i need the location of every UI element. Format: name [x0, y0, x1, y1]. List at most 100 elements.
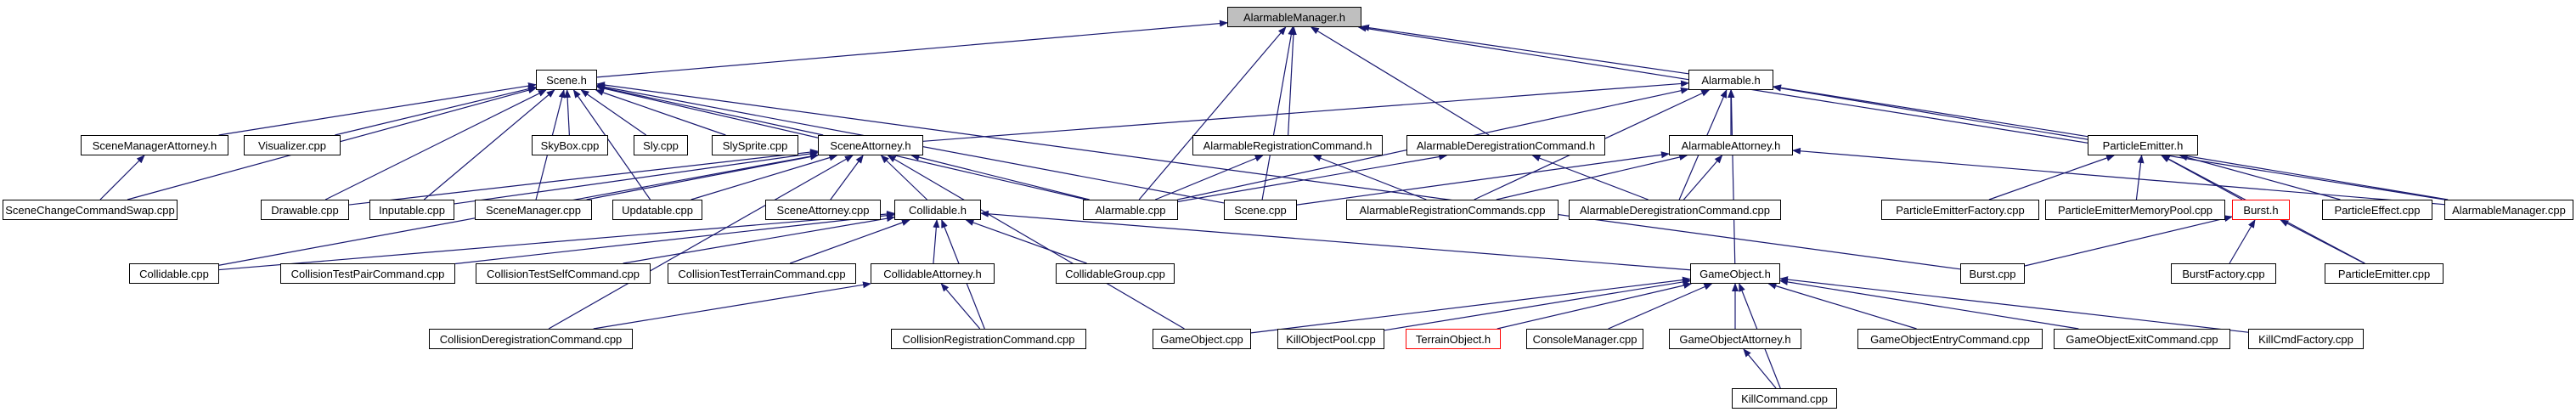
- edge-gameobjectexitcommand-cpp-to-gameobject-h: [1779, 278, 2079, 330]
- node-drawable-cpp[interactable]: Drawable.cpp: [261, 200, 349, 220]
- edge-inputable-cpp-to-scene-h: [423, 89, 555, 200]
- edge-alarmablederegistrationcommand-h-to-alarmablemanager-h: [1310, 26, 1490, 136]
- node-burst-h[interactable]: Burst.h: [2232, 200, 2290, 220]
- edge-burstfactory-cpp-to-burst-h: [2229, 219, 2256, 264]
- edge-burst-cpp-to-burst-h: [2024, 215, 2233, 267]
- edge-killcmdfactory-cpp-to-gameobject-h: [1779, 276, 2249, 333]
- node-alarmableattorney-h[interactable]: AlarmableAttorney.h: [1669, 135, 1793, 155]
- node-collisiontestpaircommand-cpp[interactable]: CollisionTestPairCommand.cpp: [280, 263, 455, 284]
- edge-scene-cpp-to-alarmablemanager-h: [1261, 26, 1295, 200]
- edge-sceneattorney-cpp-to-sceneattorney-h: [830, 155, 864, 200]
- node-visualizer-cpp[interactable]: Visualizer.cpp: [244, 135, 341, 155]
- edge-inputable-cpp-to-sceneattorney-h: [454, 150, 819, 205]
- edge-alarmable-cpp-to-alarmablemanager-h: [1138, 26, 1287, 200]
- edge-alarmable-cpp-to-alarmablederegistrationcommand-h: [1177, 153, 1448, 202]
- edge-gameobject-cpp-to-gameobject-h: [1250, 276, 1691, 334]
- node-sceneattorney-h[interactable]: SceneAttorney.h: [818, 135, 923, 155]
- edge-terrainobject-h-to-gameobject-h: [1497, 282, 1693, 330]
- node-killcmdfactory-cpp[interactable]: KillCmdFactory.cpp: [2248, 329, 2364, 349]
- node-gameobject-cpp[interactable]: GameObject.cpp: [1153, 329, 1251, 349]
- edge-alarmable-h-to-alarmablemanager-h: [1361, 24, 1689, 75]
- node-skybox-cpp[interactable]: SkyBox.cpp: [532, 135, 608, 155]
- node-consolemanager-cpp[interactable]: ConsoleManager.cpp: [1526, 329, 1643, 349]
- edge-visualizer-cpp-to-scene-h: [335, 85, 537, 136]
- node-scenemanagerattorney-h[interactable]: SceneManagerAttorney.h: [81, 135, 228, 155]
- node-scene-h[interactable]: Scene.h: [536, 70, 597, 90]
- node-slysprite-cpp[interactable]: SlySprite.cpp: [712, 135, 798, 155]
- node-terrainobject-h[interactable]: TerrainObject.h: [1406, 329, 1501, 349]
- node-gameobject-h[interactable]: GameObject.h: [1690, 263, 1780, 284]
- edge-alarmable-cpp-to-sceneattorney-h: [910, 154, 1090, 200]
- edge-updatable-cpp-to-scene-h: [572, 89, 651, 200]
- edge-slysprite-cpp-to-scene-h: [595, 89, 726, 136]
- node-alarmablederegistrationcommand-cpp[interactable]: AlarmableDeregistrationCommand.cpp: [1569, 200, 1781, 220]
- edge-gameobject-cpp-to-sceneattorney-h: [887, 155, 1185, 330]
- edge-particleeffect-cpp-to-particleemitter-h: [2179, 154, 2341, 200]
- edge-sceneattorney-h-to-alarmable-h: [922, 80, 1689, 142]
- node-alarmablederegistrationcommand-h[interactable]: AlarmableDeregistrationCommand.h: [1406, 135, 1605, 155]
- node-collidable-cpp[interactable]: Collidable.cpp: [129, 263, 219, 284]
- edge-collisionderegistrationcommand-cpp-to-collidableattorney-h: [593, 281, 871, 330]
- node-collisionderegistrationcommand-cpp[interactable]: CollisionDeregistrationCommand.cpp: [429, 329, 633, 349]
- edge-collidable-h-to-sceneattorney-h: [880, 155, 927, 200]
- node-sly-cpp[interactable]: Sly.cpp: [634, 135, 688, 155]
- edge-collisiontestterraincommand-cpp-to-collidable-h: [789, 219, 910, 264]
- edge-particleemittermemorypool-cpp-to-particleemitter-h: [2135, 155, 2145, 200]
- edge-sly-cpp-to-scene-h: [580, 89, 647, 136]
- node-collisionregistrationcommand-cpp[interactable]: CollisionRegistrationCommand.cpp: [891, 329, 1086, 349]
- edge-drawable-cpp-to-scene-h: [324, 89, 547, 200]
- node-particleemitter-h[interactable]: ParticleEmitter.h: [2088, 135, 2198, 155]
- node-scene-cpp[interactable]: Scene.cpp: [1224, 200, 1297, 220]
- node-alarmablemanager-h[interactable]: AlarmableManager.h: [1227, 7, 1361, 27]
- edge-scenemanager-cpp-to-sceneattorney-h: [586, 153, 819, 200]
- node-alarmable-cpp[interactable]: Alarmable.cpp: [1083, 200, 1178, 220]
- edge-gameobjectentrycommand-cpp-to-gameobject-h: [1767, 282, 1917, 330]
- edge-killcommand-cpp-to-gameobjectattorney-h: [1743, 348, 1777, 389]
- node-gameobjectentrycommand-cpp[interactable]: GameObjectEntryCommand.cpp: [1857, 329, 2043, 349]
- node-particleemitterfactory-cpp[interactable]: ParticleEmitterFactory.cpp: [1881, 200, 2039, 220]
- edge-scenemanagerattorney-h-to-scene-h: [218, 82, 537, 136]
- node-collidable-h[interactable]: Collidable.h: [894, 200, 981, 220]
- edge-gameobject-h-to-collidable-h: [980, 210, 1691, 271]
- edge-drawable-cpp-to-sceneattorney-h: [348, 149, 819, 206]
- edge-alarmablemanager-cpp-to-alarmablemanager-h: [1357, 25, 2445, 200]
- edge-scene-h-to-alarmablemanager-h: [596, 20, 1228, 78]
- node-collisiontestterraincommand-cpp[interactable]: CollisionTestTerrainCommand.cpp: [668, 263, 856, 284]
- edge-updatable-cpp-to-sceneattorney-h: [691, 154, 838, 200]
- node-collidableattorney-h[interactable]: CollidableAttorney.h: [871, 263, 995, 284]
- node-alarmableregistrationcommand-h[interactable]: AlarmableRegistrationCommand.h: [1192, 135, 1383, 155]
- edge-alarmableregistrationcommands-cpp-to-alarmableattorney-h: [1496, 154, 1688, 200]
- edge-alarmableregistrationcommand-h-to-alarmablemanager-h: [1288, 26, 1297, 136]
- node-alarmableregistrationcommands-cpp[interactable]: AlarmableRegistrationCommands.cpp: [1346, 200, 1559, 220]
- node-burstfactory-cpp[interactable]: BurstFactory.cpp: [2171, 263, 2276, 284]
- edge-collidableattorney-h-to-collidable-h: [933, 219, 940, 264]
- node-sceneattorney-cpp[interactable]: SceneAttorney.cpp: [765, 200, 881, 220]
- edge-burst-cpp-to-scene-h: [596, 82, 1961, 270]
- node-gameobjectexitcommand-cpp[interactable]: GameObjectExitCommand.cpp: [2054, 329, 2230, 349]
- edge-collidable-cpp-to-collidable-h: [218, 211, 895, 271]
- node-collisiontestselfcommand-cpp[interactable]: CollisionTestSelfCommand.cpp: [476, 263, 651, 284]
- node-killobjectpool-cpp[interactable]: KillObjectPool.cpp: [1277, 329, 1384, 349]
- edge-collisiontestselfcommand-cpp-to-collidable-h: [623, 215, 895, 264]
- node-scenechangecommandswap-cpp[interactable]: SceneChangeCommandSwap.cpp: [3, 200, 178, 220]
- node-burst-cpp[interactable]: Burst.cpp: [1960, 263, 2025, 284]
- edge-particleemitterfactory-cpp-to-particleemitter-h: [1988, 155, 2115, 200]
- edge-alarmablederegistrationcommand-cpp-to-alarmableattorney-h: [1683, 155, 1723, 200]
- node-collidablegroup-cpp[interactable]: CollidableGroup.cpp: [1056, 263, 1175, 284]
- edge-alarmable-cpp-to-alarmableregistrationcommand-h: [1154, 155, 1264, 200]
- edge-collidablegroup-cpp-to-collidable-h: [965, 219, 1087, 264]
- node-alarmable-h[interactable]: Alarmable.h: [1688, 70, 1773, 90]
- node-inputable-cpp[interactable]: Inputable.cpp: [369, 200, 454, 220]
- node-updatable-cpp[interactable]: Updatable.cpp: [612, 200, 702, 220]
- node-alarmablemanager-cpp[interactable]: AlarmableManager.cpp: [2444, 200, 2573, 220]
- edge-collisionregistrationcommand-cpp-to-collidableattorney-h: [940, 283, 981, 330]
- edge-skybox-cpp-to-scene-h: [564, 89, 572, 136]
- node-killcommand-cpp[interactable]: KillCommand.cpp: [1732, 388, 1837, 409]
- node-scenemanager-cpp[interactable]: SceneManager.cpp: [475, 200, 592, 220]
- edge-particleemitter-h-to-alarmable-h: [1773, 84, 2088, 138]
- node-particleeffect-cpp[interactable]: ParticleEffect.cpp: [2322, 200, 2432, 220]
- node-particleemittermemorypool-cpp[interactable]: ParticleEmitterMemoryPool.cpp: [2045, 200, 2225, 220]
- node-particleemitter-cpp[interactable]: ParticleEmitter.cpp: [2325, 263, 2444, 284]
- node-gameobjectattorney-h[interactable]: GameObjectAttorney.h: [1669, 329, 1801, 349]
